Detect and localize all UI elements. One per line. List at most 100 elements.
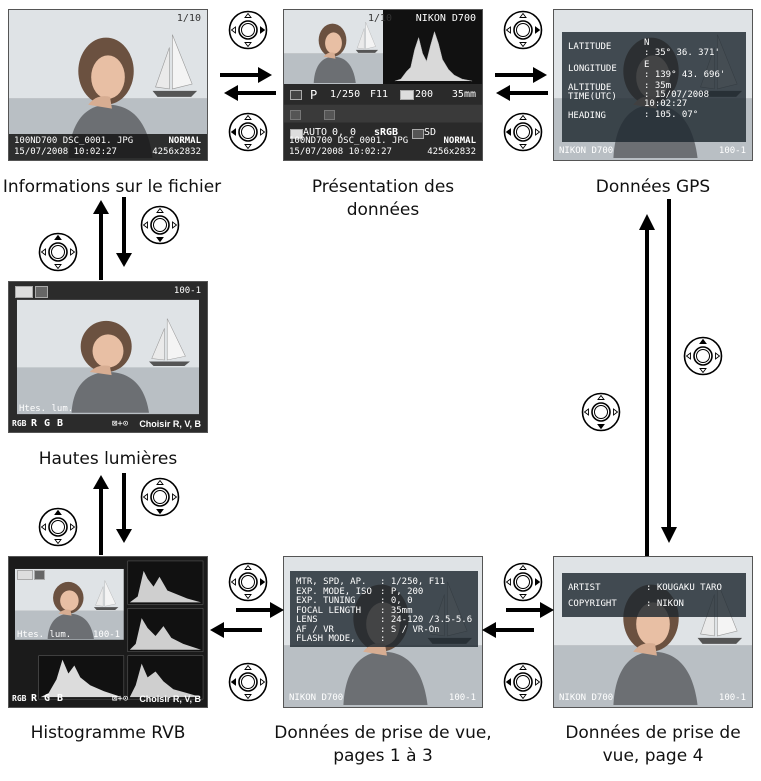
artist-label: ARTIST	[568, 583, 601, 593]
aperture: F11	[370, 89, 389, 100]
dial-up-icon	[683, 336, 723, 376]
dial-right-icon	[228, 10, 268, 50]
folder-file: 100ND700 DSC_0001. JPG	[289, 136, 409, 146]
gps-label-latitude: LATITUDE	[568, 42, 612, 52]
picture-control-icon	[412, 129, 424, 139]
arrow-down-gps-to-page4	[667, 199, 671, 529]
gps-lon-dir: E	[644, 60, 650, 70]
picture-control: SD	[424, 127, 437, 138]
dial-right-icon	[503, 562, 543, 602]
channel-b: B	[57, 693, 64, 704]
shooting-value: : 0, 0	[380, 596, 413, 606]
copyright-label: COPYRIGHT	[568, 599, 617, 609]
rgb-histogram-layout	[9, 557, 207, 707]
frame-counter: 1/10	[176, 13, 201, 24]
caption-overview-line1: Présentation des	[311, 177, 455, 197]
channel-r: R	[31, 693, 38, 704]
gps-lat-value: : 35° 36. 371'	[644, 48, 720, 58]
flash-icon	[290, 110, 301, 120]
white-balance: AUTO	[303, 127, 328, 138]
dial-left-icon	[503, 662, 543, 702]
arrow-down-highlights-to-rgb	[122, 473, 126, 531]
arrow-up-highlights-to-file	[99, 212, 103, 280]
gps-screen: LATITUDE N : 35° 36. 371' LONGITUDE E : …	[553, 9, 753, 161]
image-size: 4256x2832	[152, 147, 201, 157]
highlights-screen: 100-1 Htes. lum. RGB R G B ⊠+⊙ Choisir R…	[8, 281, 208, 433]
arrow-right-overview-to-gps	[495, 73, 535, 77]
protect-icon	[17, 570, 33, 580]
protect-icon	[15, 286, 33, 298]
retouch-icon	[35, 286, 48, 298]
caption-shooting4-line2: vue, page 4	[602, 746, 704, 766]
quality: NORMAL	[168, 136, 201, 146]
frame-counter: 1/10	[368, 13, 393, 24]
shutter-speed: 1/250	[330, 89, 361, 100]
channel-rgb: RGB	[12, 694, 27, 703]
frame-number: 100-1	[718, 693, 746, 703]
frame-number: 100-1	[448, 693, 476, 703]
shooting-data-page4-screen: ARTIST : KOUGAKU TARO COPYRIGHT : NIKON …	[553, 556, 753, 708]
shooting-label: EXP. MODE, ISO	[296, 586, 372, 597]
highlights-label: Htes. lum.	[17, 630, 72, 640]
shooting-label: EXP. TUNING	[296, 596, 356, 606]
rgb-histogram-screen: Htes. lum. 100-1 RGB R G B ⊠+⊙ Choisir R…	[8, 556, 208, 708]
arrow-right-file-to-overview	[220, 73, 260, 77]
shooting-label: FOCAL LENGTH	[296, 605, 362, 616]
color-space: sRGB	[374, 127, 399, 138]
overview-screen: 1/10 NIKON D700 P 1/250 F11 200 35mm AUT…	[283, 9, 483, 161]
photo-thumbnail	[9, 282, 207, 432]
exposure-mode: P	[310, 88, 318, 102]
datetime: 15/07/2008 10:02:27	[14, 147, 117, 157]
arrow-left-overview-to-file	[236, 91, 276, 95]
retouch-icon	[34, 570, 45, 580]
shooting-value: : 24-120 /3.5-5.6	[380, 615, 473, 625]
gps-label-heading: HEADING	[568, 111, 606, 121]
arrow-left-gps-to-overview	[508, 91, 548, 95]
frame-number: 100-1	[718, 146, 746, 156]
focal-length: 35mm	[451, 89, 476, 100]
file-info-screen: 1/10 100ND700 DSC_0001. JPG NORMAL 15/07…	[8, 9, 208, 161]
dial-down-icon	[140, 205, 180, 245]
image-size: 4256x2832	[427, 147, 476, 157]
caption-highlights: Hautes lumières	[38, 449, 178, 469]
gps-altitude: : 35m	[644, 81, 672, 91]
dial-right-icon	[228, 562, 268, 602]
channel-rgb: RGB	[12, 419, 27, 428]
folder-file: 100ND700 DSC_0001. JPG	[14, 136, 134, 146]
gps-time: 10:02:27	[644, 99, 688, 109]
exposure-comp-icon	[324, 110, 335, 120]
camera-name: NIKON D700	[559, 693, 614, 703]
gps-label-longitude: LONGITUDE	[568, 64, 617, 74]
arrow-down-file-to-highlights	[122, 197, 126, 255]
caption-overview-line2: données	[346, 200, 420, 220]
shooting-label: LENS	[296, 615, 318, 625]
arrow-left-page4-to-shooting	[494, 628, 534, 632]
channel-b: B	[57, 418, 64, 429]
gps-date: : 15/07/2008	[644, 90, 710, 100]
arrow-up-page4-to-gps	[645, 228, 649, 556]
arrow-right-shooting-to-page4	[506, 608, 546, 612]
overview-layout	[284, 10, 482, 160]
dial-up-icon	[38, 507, 78, 547]
gps-label-altitude: ALTITUDE	[568, 83, 612, 93]
shooting-value: : S / VR-On	[380, 624, 440, 635]
select-channel-icon: ⊠+⊙	[112, 419, 129, 429]
channel-g: G	[44, 418, 51, 429]
highlights-label: Htes. lum.	[19, 404, 74, 414]
shooting-value: :	[380, 634, 386, 644]
shooting-value: : 35mm	[380, 605, 413, 616]
shooting-label: AF / VR	[296, 624, 334, 635]
caption-shooting4-line1: Données de prise de	[565, 723, 741, 743]
wb-icon	[290, 129, 303, 139]
caption-shooting-line2: pages 1 à 3	[333, 746, 433, 766]
shooting-value: : 1/250, F11	[380, 577, 446, 587]
quality: NORMAL	[443, 136, 476, 146]
frame-number: 100-1	[173, 286, 201, 296]
caption-overview: Présentation des données	[283, 176, 483, 222]
gps-lon-value: : 139° 43. 696'	[644, 70, 726, 80]
shooting-panel	[290, 571, 478, 647]
dial-down-icon	[140, 477, 180, 517]
camera-name: NIKON D700	[415, 13, 476, 24]
